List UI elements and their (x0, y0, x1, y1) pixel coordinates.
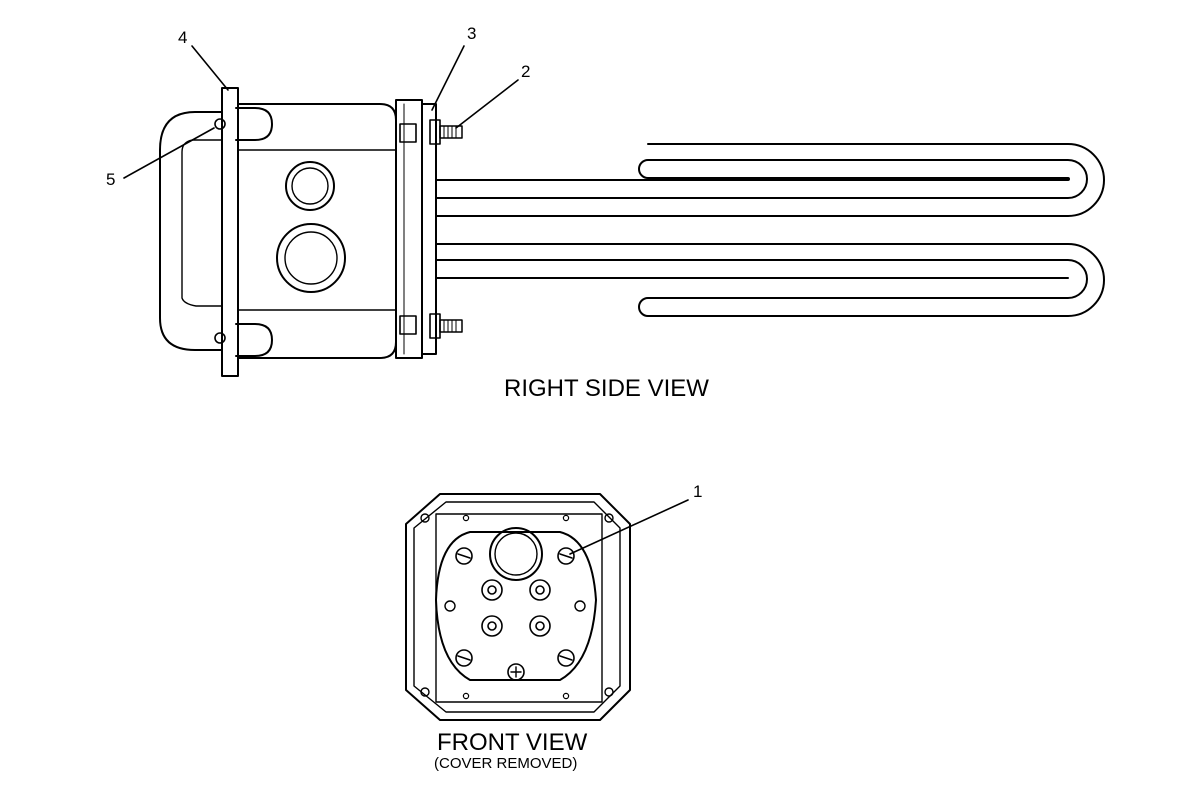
stud (439, 125, 463, 139)
terminal-housing (237, 103, 397, 359)
callout-5: 5 (106, 170, 116, 189)
side-view-title: RIGHT SIDE VIEW (504, 375, 709, 402)
front-view (405, 493, 631, 721)
terminal-block (435, 531, 597, 681)
cover-flange (221, 87, 239, 377)
front-view-title: FRONT VIEW (437, 729, 588, 756)
right-side-view (159, 87, 1105, 377)
callout-1: 1 (693, 482, 703, 501)
callout-4: 4 (178, 28, 188, 47)
housing-outline (405, 493, 631, 721)
heating-elements (435, 143, 1105, 317)
callout-2: 2 (521, 62, 531, 81)
callout-3: 3 (467, 24, 477, 43)
front-view-note: (COVER REMOVED) (434, 755, 578, 772)
cover (159, 111, 223, 351)
leader-lines (123, 45, 689, 555)
